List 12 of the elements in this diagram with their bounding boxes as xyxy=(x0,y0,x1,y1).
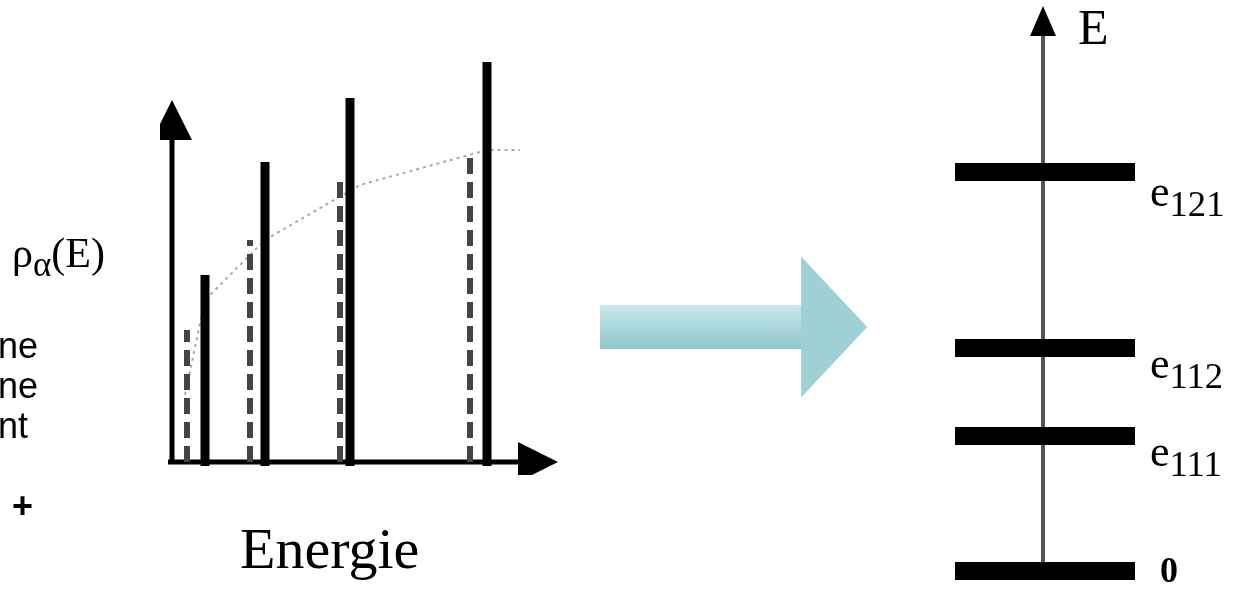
axis-label: ρ$_{α}$(E) xyxy=(12,232,105,283)
text-fragment: ne xyxy=(0,368,39,404)
level-label: e$_{112}$ xyxy=(1150,342,1224,395)
block-arrow xyxy=(600,256,868,398)
level-label: e$_{121}$ xyxy=(1150,170,1225,223)
plus-sign: + xyxy=(12,488,34,524)
axis-label: Energie xyxy=(240,520,420,578)
text-fragment: nt xyxy=(0,408,29,444)
level-label: e$_{111}$ xyxy=(1150,430,1222,483)
text-fragment: ne xyxy=(0,328,39,364)
level-label: 0 xyxy=(1160,552,1178,588)
axis-label: E xyxy=(1078,2,1109,52)
